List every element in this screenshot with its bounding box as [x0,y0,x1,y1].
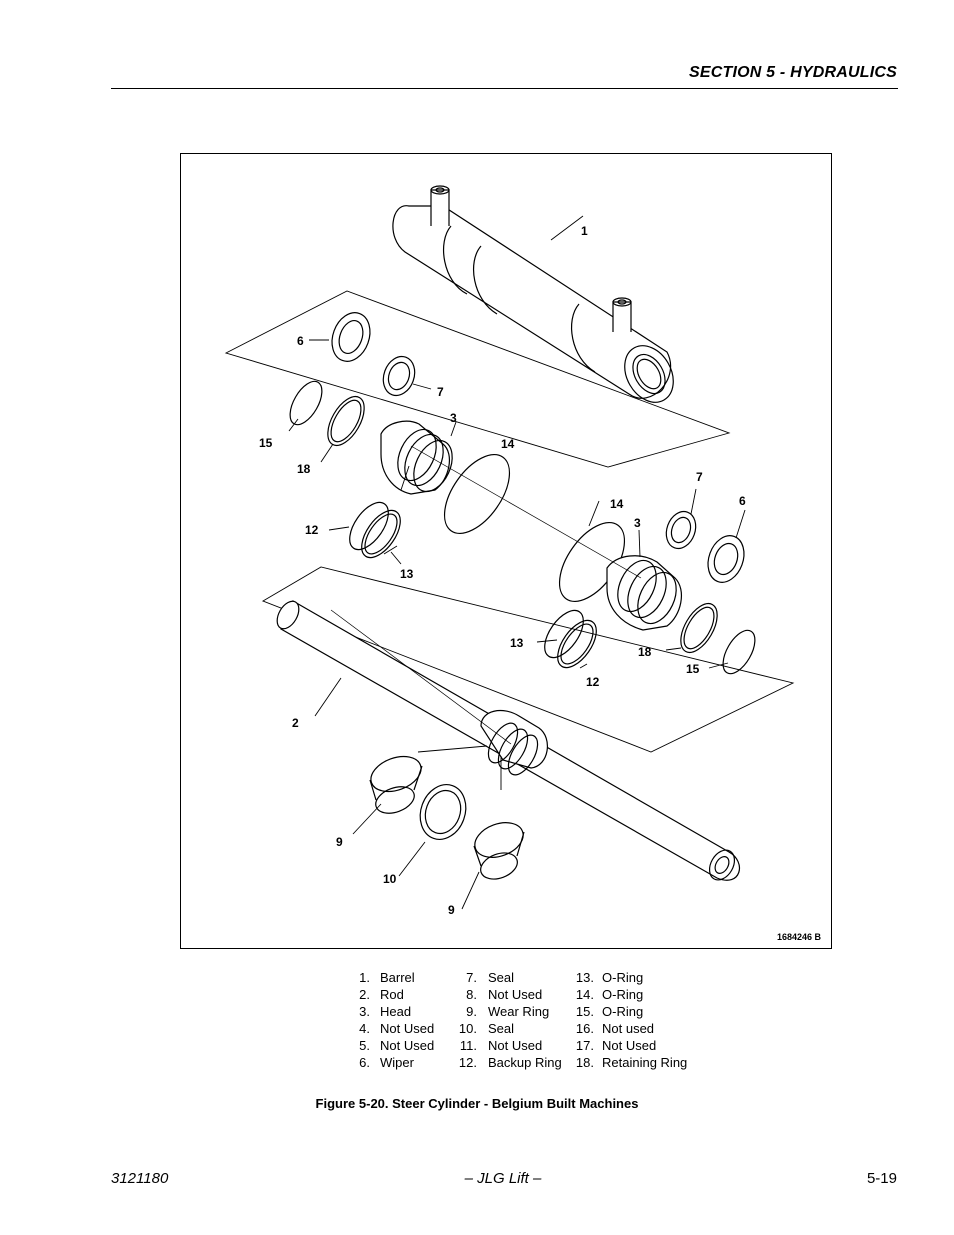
legend-item: 2.Rod [359,987,404,1002]
legend-item: 15.O-Ring [575,1004,644,1019]
callout-12-upper: 12 [305,523,319,537]
section-title: SECTION 5 - HYDRAULICS [689,64,897,81]
callout-15-lower: 15 [686,662,700,676]
footer-brand: – JLG Lift – [464,1170,542,1187]
callout-10: 10 [383,872,397,886]
callout-14-upper: 14 [501,437,515,451]
legend-item: 3.Head [359,1004,412,1019]
rod-drawing [276,600,740,881]
drawing-number: 1684246 B [776,932,821,942]
legend-item: 9.Wear Ring [466,1004,550,1019]
callout-9-left: 9 [336,835,343,849]
exploded-view-drawing [224,185,795,910]
legend-item: 11.Not Used [459,1038,543,1053]
barrel-drawing [392,185,674,403]
callout-6-upper: 6 [297,334,304,348]
legend-item: 14.O-Ring [575,987,644,1002]
legend-item: 4.Not Used [359,1021,435,1036]
legend-item: 5.Not Used [359,1038,435,1053]
legend-item: 12.Backup Ring [458,1055,562,1070]
lower-head-group-drawing [544,510,756,675]
callout-3-lower: 3 [634,516,641,530]
callout-6-lower: 6 [739,494,746,508]
legend-item: 17.Not Used [575,1038,657,1053]
callout-13-upper: 13 [400,567,414,581]
callout-2: 2 [292,716,299,730]
callout-15-upper: 15 [259,436,273,450]
legend-item: 13.O-Ring [575,970,644,985]
callout-1: 1 [581,224,588,238]
legend-item: 16.Not used [575,1021,655,1036]
figure-frame: 1 6 7 3 15 18 14 12 13 7 6 14 3 13 18 15… [180,153,832,949]
callout-14-lower: 14 [610,497,624,511]
callout-18-lower: 18 [638,645,652,659]
legend-item: 10.Seal [458,1021,515,1036]
legend-item: 1.Barrel [359,970,415,985]
legend-item: 7.Seal [466,970,515,985]
parts-legend-column-3: 13.O-Ring 14.O-Ring 15.O-Ring 16.Not use… [568,969,687,1071]
parts-legend-column-1: 1.Barrel 2.Rod 3.Head 4.Not Used 5.Not U… [348,969,434,1071]
callout-13-lower: 13 [510,636,524,650]
callout-3-upper: 3 [450,411,457,425]
callout-9-right: 9 [448,903,455,917]
legend-item: 8.Not Used [466,987,543,1002]
legend-item: 18.Retaining Ring [575,1055,688,1070]
page-number: 5-19 [866,1170,897,1187]
callout-12-lower: 12 [586,675,600,689]
legend-item: 6.Wiper [359,1055,414,1070]
callout-7-lower: 7 [696,470,703,484]
header-rule [111,88,898,89]
callout-18-upper: 18 [297,462,311,476]
parts-legend-column-2: 7.Seal 8.Not Used 9.Wear Ring 10.Seal 11… [453,969,562,1071]
document-number: 3121180 [111,1170,169,1187]
callout-7-upper: 7 [437,385,444,399]
upper-head-group-drawing [289,312,511,559]
figure-caption: Figure 5-20. Steer Cylinder - Belgium Bu… [315,1096,639,1111]
